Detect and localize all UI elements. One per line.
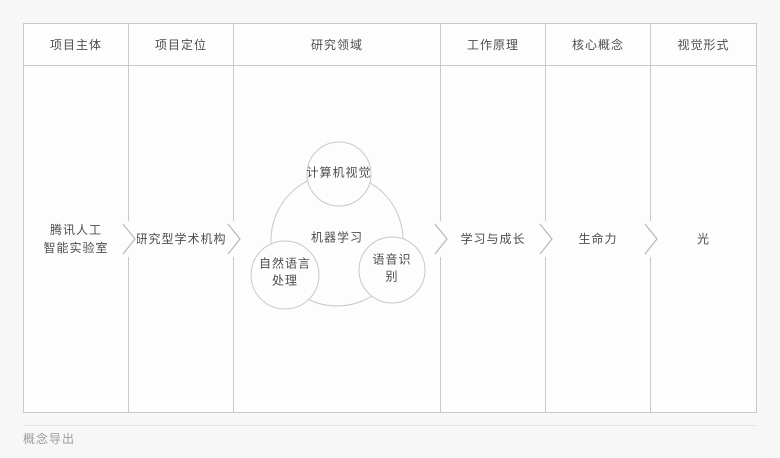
- cell-research-field-diagram: 计算机视觉 机器学习 自然语言 处理 语音识别: [234, 66, 441, 412]
- flow-arrow-icon: [433, 221, 449, 257]
- cell-core-concept: 生命力: [546, 66, 651, 412]
- flow-arrow-icon: [538, 221, 554, 257]
- cell-working-principle: 学习与成长: [441, 66, 546, 412]
- cell-project-positioning: 研究型学术机构: [129, 66, 234, 412]
- header-visual-form: 视觉形式: [677, 37, 730, 52]
- research-field-venn-icon: [250, 141, 426, 310]
- node-nlp: 自然语言 处理: [258, 256, 312, 288]
- cell-project-subject: 腾讯人工 智能实验室: [24, 66, 129, 412]
- concept-table: 项目主体 项目定位 研究领域 工作原理 核心概念 视觉形式 腾讯人工 智能实验室…: [23, 23, 757, 413]
- diagram-center-label: 机器学习: [310, 230, 364, 245]
- flow-arrow-icon: [226, 221, 242, 257]
- node-speech-recognition: 语音识别: [372, 252, 412, 284]
- footer-divider: [23, 425, 756, 426]
- cell-visual-form: 光: [696, 232, 710, 246]
- header-working-principle: 工作原理: [441, 24, 546, 65]
- footer-caption: 概念导出: [23, 432, 76, 446]
- flow-arrow-icon: [643, 221, 659, 257]
- header-core-concept: 核心概念: [546, 24, 651, 65]
- header-research-field: 研究领域: [234, 24, 441, 65]
- header-project-positioning: 项目定位: [129, 24, 234, 65]
- table-header-row: 项目主体 项目定位 研究领域 工作原理 核心概念 视觉形式: [24, 24, 756, 66]
- table-body-row: 腾讯人工 智能实验室 研究型学术机构 计算机视觉 机器学习 自然语言 处理 语音…: [24, 66, 756, 412]
- node-computer-vision: 计算机视觉: [306, 165, 372, 180]
- flow-arrow-icon: [121, 221, 137, 257]
- header-project-subject: 项目主体: [24, 24, 129, 65]
